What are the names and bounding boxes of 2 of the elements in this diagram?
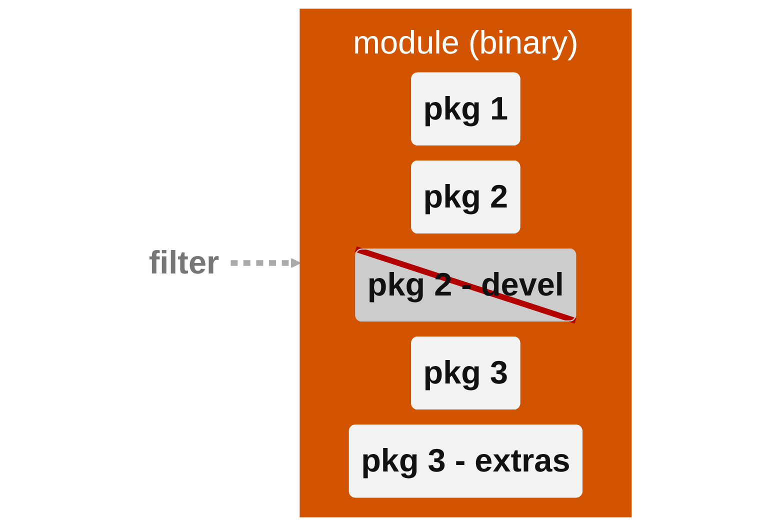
arrow xyxy=(231,258,302,268)
node-text: filter xyxy=(149,244,220,280)
